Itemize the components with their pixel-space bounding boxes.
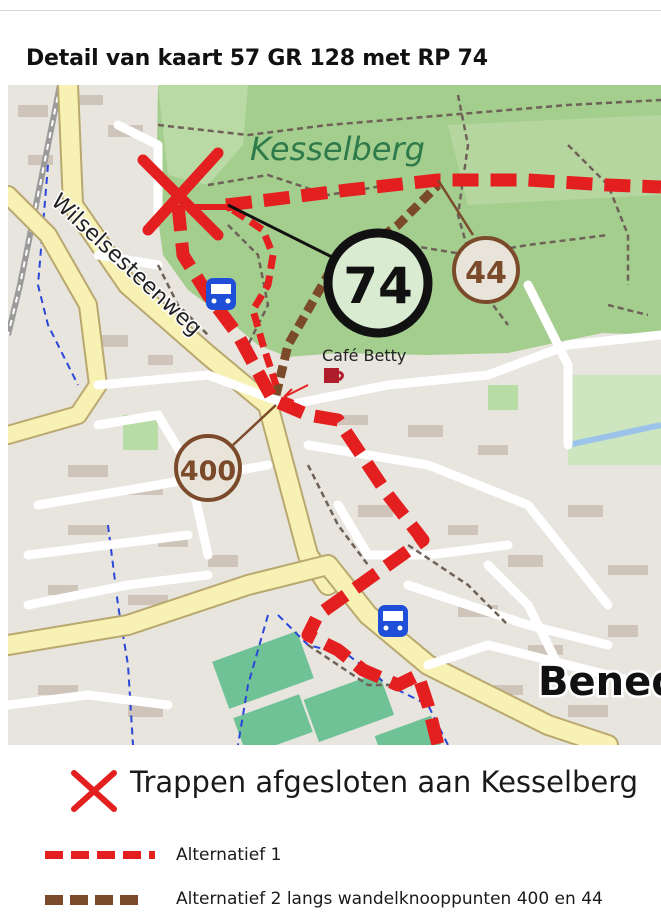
legend-alt2-swatch xyxy=(45,895,145,905)
legend-closed-label: Trappen afgesloten aan Kesselberg xyxy=(130,765,639,799)
closed-x-icon xyxy=(137,147,224,241)
main-roads xyxy=(8,85,619,745)
legend-alt2-row: Alternatief 2 langs wandelknooppunten 40… xyxy=(0,885,661,913)
legend-closed-x-icon xyxy=(71,770,117,812)
sports-fields xyxy=(212,631,442,745)
route-point-number: 74 xyxy=(343,257,413,315)
node-44: 44 xyxy=(452,236,520,304)
node-400: 400 xyxy=(174,434,242,502)
map-detail: Kesselberg Wilselsesteenweg 74 44 400 Ca… xyxy=(8,85,661,745)
legend-alt1-swatch xyxy=(45,851,155,859)
legend-closed-row: Trappen afgesloten aan Kesselberg xyxy=(0,745,661,825)
cafe-cup-icon xyxy=(324,368,344,383)
park-label: Kesselberg xyxy=(250,130,425,168)
town-label: Bened xyxy=(538,659,661,705)
page-title: Detail van kaart 57 GR 128 met RP 74 xyxy=(26,46,488,71)
top-divider xyxy=(0,10,661,11)
railway xyxy=(8,85,63,336)
legend-alt1-label: Alternatief 1 xyxy=(176,845,282,865)
bus-icon xyxy=(378,605,408,637)
legend-alt2-label: Alternatief 2 langs wandelknooppunten 40… xyxy=(176,889,603,909)
route-point-74: 74 xyxy=(323,228,433,338)
cafe-label: Café Betty xyxy=(322,346,406,365)
legend-alt1-row: Alternatief 1 xyxy=(0,841,661,869)
legend: Trappen afgesloten aan Kesselberg Altern… xyxy=(0,745,661,913)
node-400-number: 400 xyxy=(180,456,236,487)
node-44-number: 44 xyxy=(465,256,507,291)
bus-icon xyxy=(206,278,236,310)
